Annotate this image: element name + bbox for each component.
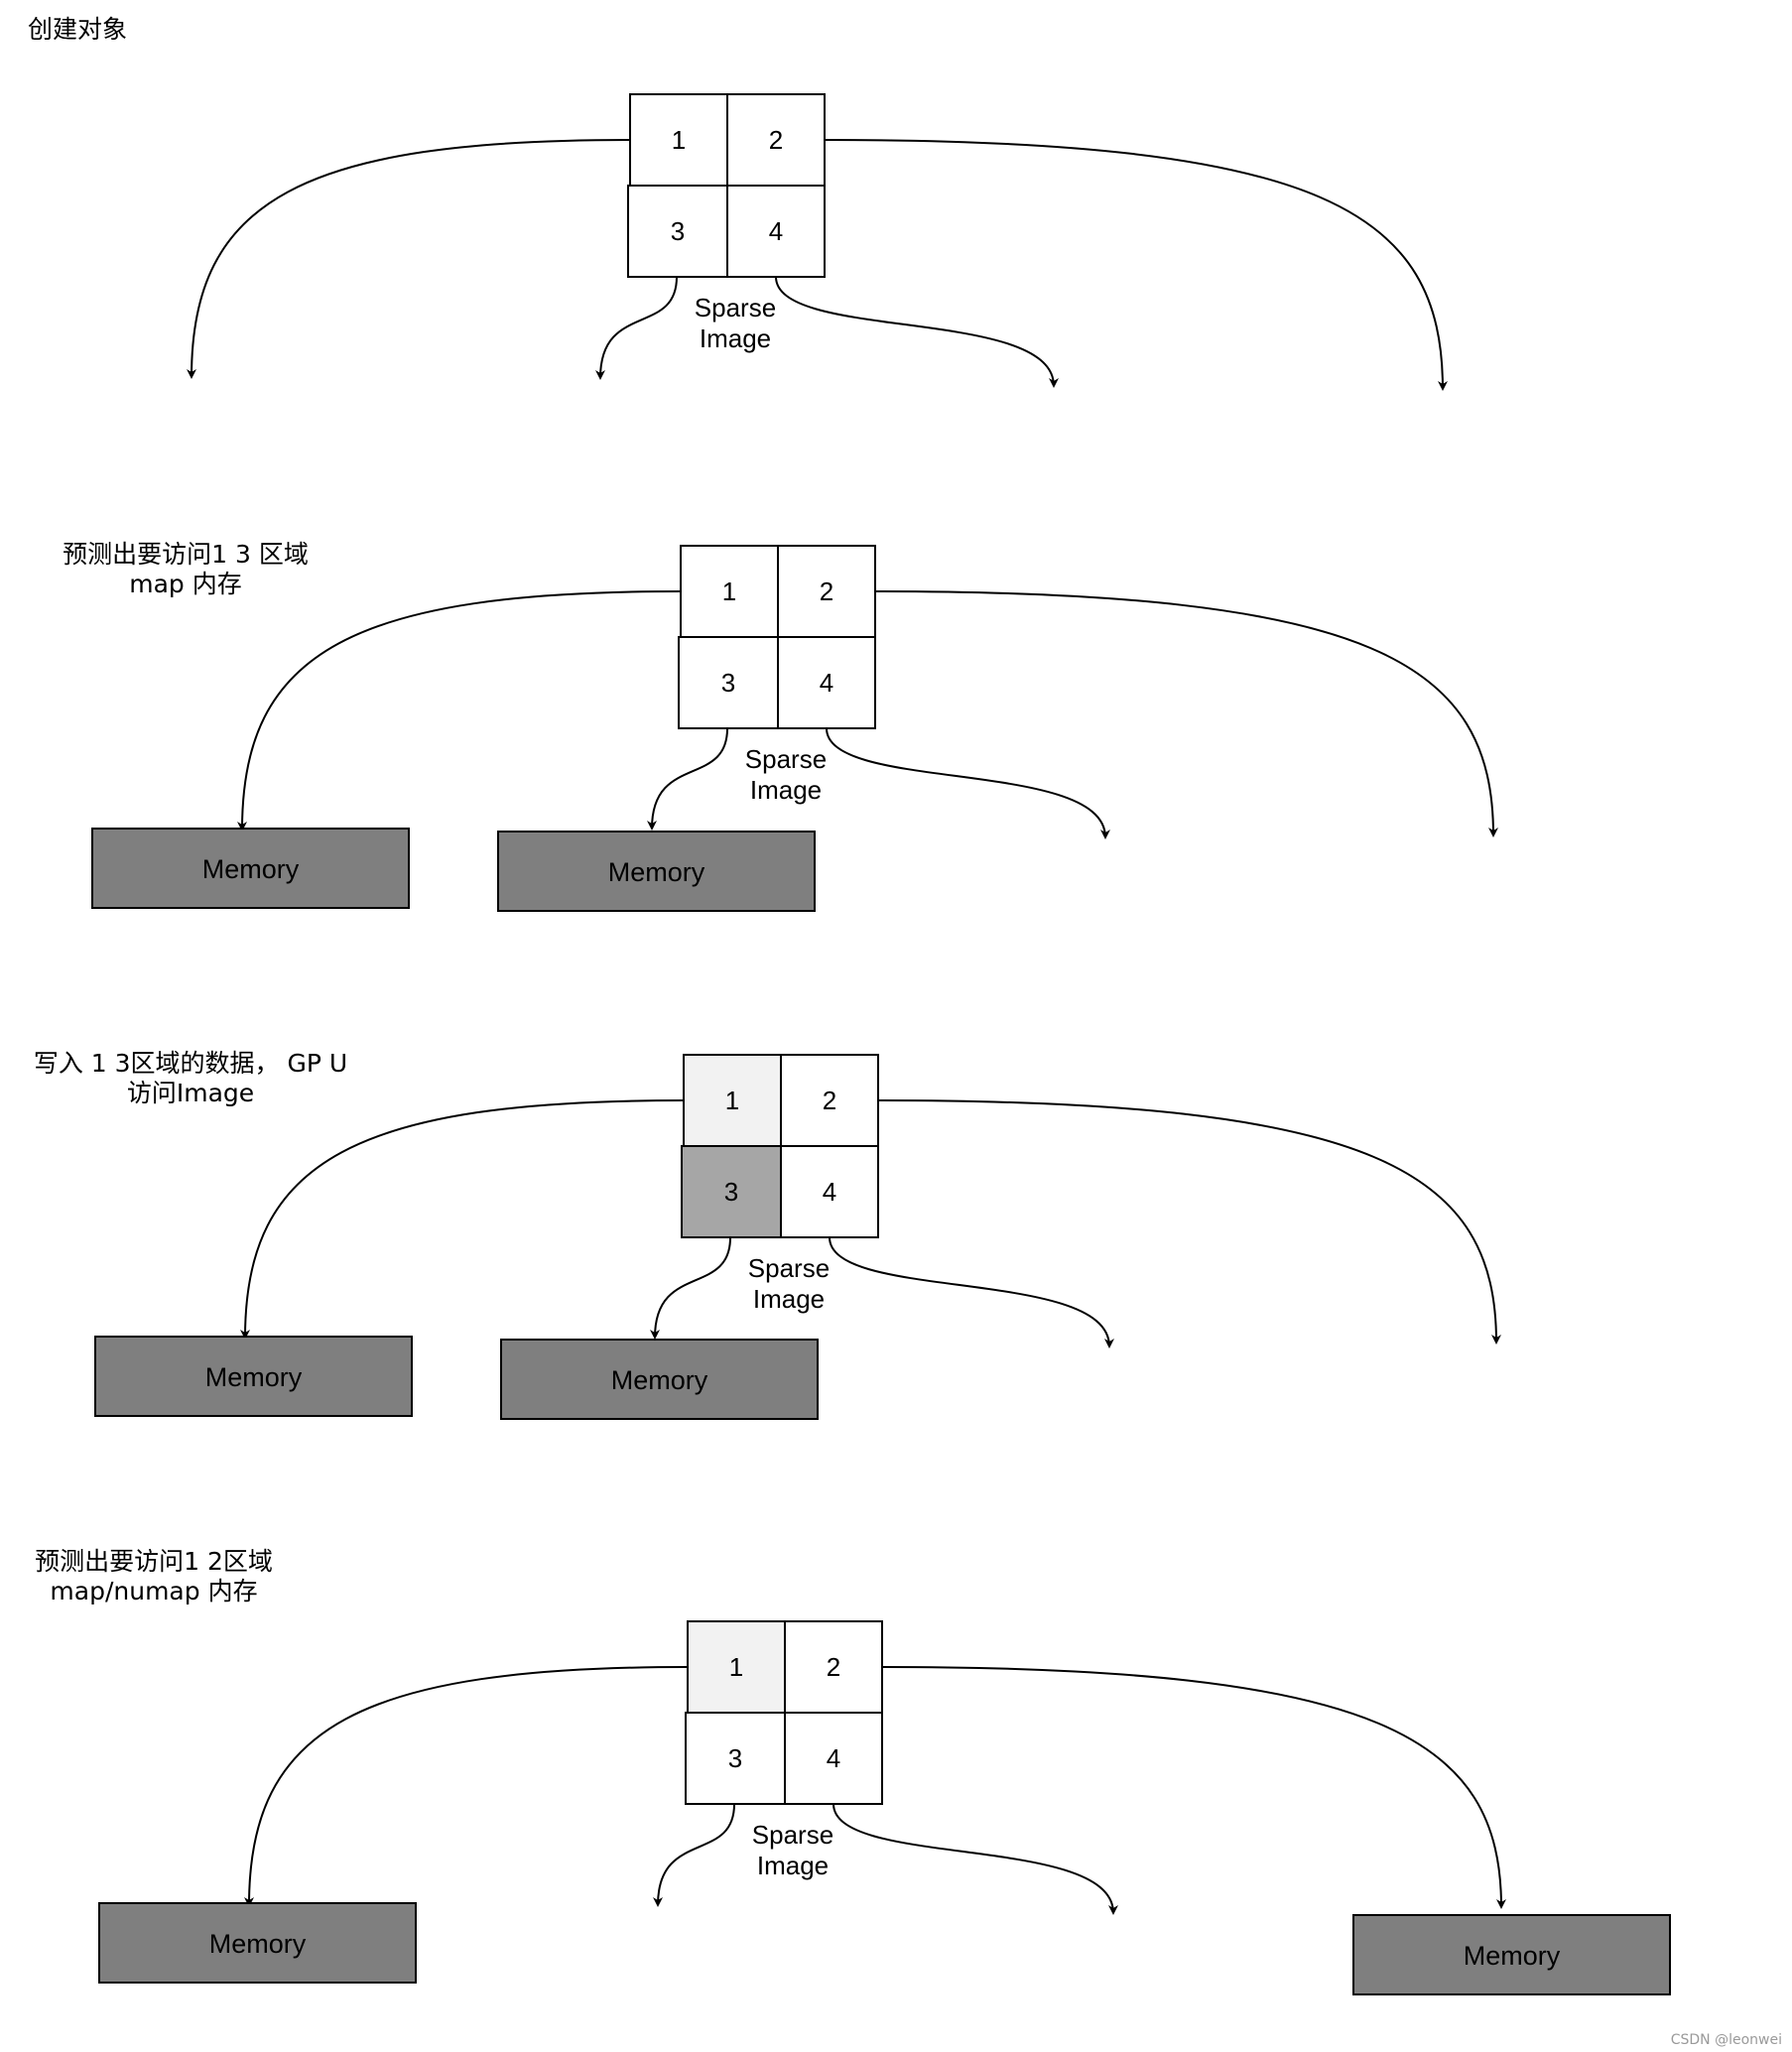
arrow-right (824, 139, 1448, 391)
image-cell-3 (678, 636, 779, 729)
sparse-image-label: Sparse (695, 293, 776, 322)
image-cell-label: 2 (823, 1086, 836, 1115)
arrow-left (237, 590, 682, 832)
arrow-left (244, 1666, 689, 1907)
image-cell-4 (784, 1712, 883, 1805)
arrow-cell4 (775, 276, 1059, 388)
image-cell-label: 2 (769, 125, 783, 155)
step-caption-line: 写入 1 3区域的数据， GP U (34, 1049, 347, 1078)
arrow-left (240, 1099, 685, 1340)
arrow-cell3 (650, 1236, 731, 1340)
arrow-right (881, 1666, 1506, 1909)
memory-label: Memory (608, 857, 705, 887)
memory-label: Memory (209, 1929, 307, 1959)
step-caption-line: 预测出要访问1 2区域 (35, 1547, 273, 1576)
image-cell-label: 1 (729, 1652, 743, 1682)
image-cell-4 (780, 1145, 879, 1238)
step-caption-line: map/numap 内存 (50, 1577, 257, 1605)
image-cell-3 (685, 1712, 786, 1805)
sparse-image-label: Image (750, 775, 822, 805)
image-cell-label: 1 (722, 577, 736, 606)
memory-block (98, 1902, 417, 1984)
image-cell-label: 3 (728, 1743, 742, 1773)
image-cell-3 (627, 185, 728, 278)
arrow-cell3 (595, 276, 678, 380)
memory-label: Memory (202, 854, 300, 884)
image-cell-label: 3 (724, 1177, 738, 1207)
image-cell-label: 3 (721, 668, 735, 698)
memory-block (1352, 1914, 1671, 1995)
image-cell-4 (777, 636, 876, 729)
arrow-right (874, 590, 1498, 837)
arrow-right (877, 1099, 1501, 1345)
image-cell-2 (780, 1054, 879, 1147)
memory-label: Memory (611, 1365, 708, 1395)
image-cell-1 (629, 93, 728, 187)
arrow-cell4 (829, 1236, 1114, 1348)
image-cell-label: 4 (827, 1743, 840, 1773)
sparse-image-label: Image (753, 1284, 825, 1314)
sparse-image-label: Image (700, 323, 771, 353)
image-cell-label: 4 (820, 668, 833, 698)
image-cell-label: 4 (769, 216, 783, 246)
image-cell-2 (784, 1620, 883, 1714)
image-cell-2 (777, 545, 876, 638)
sparse-image-label: Sparse (748, 1253, 830, 1283)
step-caption-line: 创建对象 (28, 15, 127, 44)
watermark: CSDN @leonwei (1671, 2032, 1782, 2048)
memory-block (91, 828, 410, 909)
memory-block (94, 1336, 413, 1417)
step-caption-line: map 内存 (129, 570, 242, 598)
arrow-cell4 (826, 727, 1110, 839)
arrow-cell4 (832, 1803, 1118, 1915)
memory-label: Memory (205, 1362, 303, 1392)
memory-block (497, 831, 816, 912)
image-cell-label: 2 (820, 577, 833, 606)
sparse-image-label: Sparse (752, 1820, 833, 1850)
image-cell-label: 3 (671, 216, 685, 246)
arrow-cell3 (653, 1803, 735, 1907)
arrow-left (187, 139, 631, 379)
sparse-image-label: Sparse (745, 744, 827, 774)
step-caption-line: 访问Image (127, 1079, 254, 1107)
image-cell-label: 2 (827, 1652, 840, 1682)
step-caption-line: 预测出要访问1 3 区域 (63, 540, 309, 569)
arrow-cell3 (647, 727, 728, 831)
image-cell-label: 4 (823, 1177, 836, 1207)
image-cell-1 (687, 1620, 786, 1714)
image-cell-4 (726, 185, 826, 278)
image-cell-3 (681, 1145, 782, 1238)
memory-label: Memory (1464, 1941, 1561, 1971)
image-cell-label: 1 (725, 1086, 739, 1115)
image-cell-2 (726, 93, 826, 187)
memory-block (500, 1339, 819, 1420)
sparse-image-label: Image (757, 1851, 829, 1880)
image-cell-label: 1 (672, 125, 686, 155)
